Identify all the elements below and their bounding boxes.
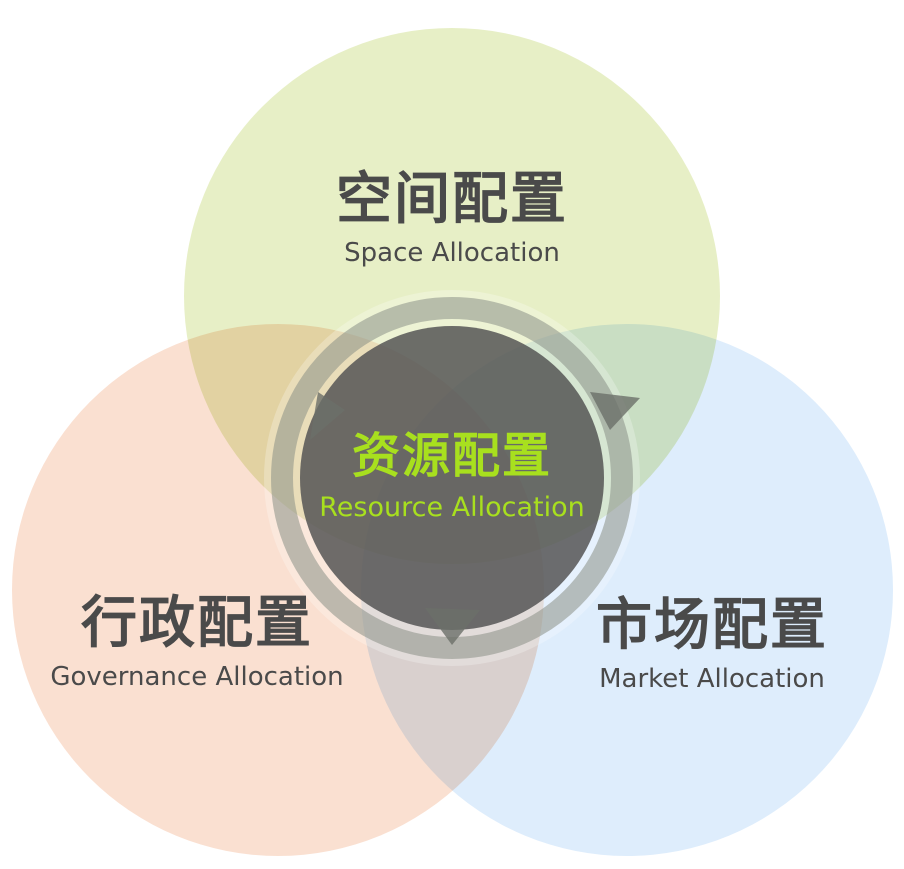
arrow-icon <box>590 392 640 430</box>
resource-label: 资源配置 Resource Allocation <box>282 432 622 521</box>
space-title: 空间配置 <box>336 167 568 232</box>
resource-title: 资源配置 <box>351 428 552 484</box>
resource-subtitle: Resource Allocation <box>319 492 585 523</box>
governance-label: 行政配置 Governance Allocation <box>17 591 377 692</box>
market-subtitle: Market Allocation <box>599 664 825 694</box>
market-label: 市场配置 Market Allocation <box>532 593 892 694</box>
governance-title: 行政配置 <box>81 591 313 656</box>
governance-subtitle: Governance Allocation <box>50 662 344 692</box>
arrow-icon <box>425 608 480 645</box>
space-subtitle: Space Allocation <box>344 238 560 268</box>
cycle-ring <box>271 297 633 659</box>
resource-circle <box>300 326 604 630</box>
arrow-icon <box>310 392 345 440</box>
space-label: 空间配置 Space Allocation <box>272 167 632 268</box>
market-title: 市场配置 <box>596 593 828 658</box>
cycle-arrows <box>310 392 640 645</box>
